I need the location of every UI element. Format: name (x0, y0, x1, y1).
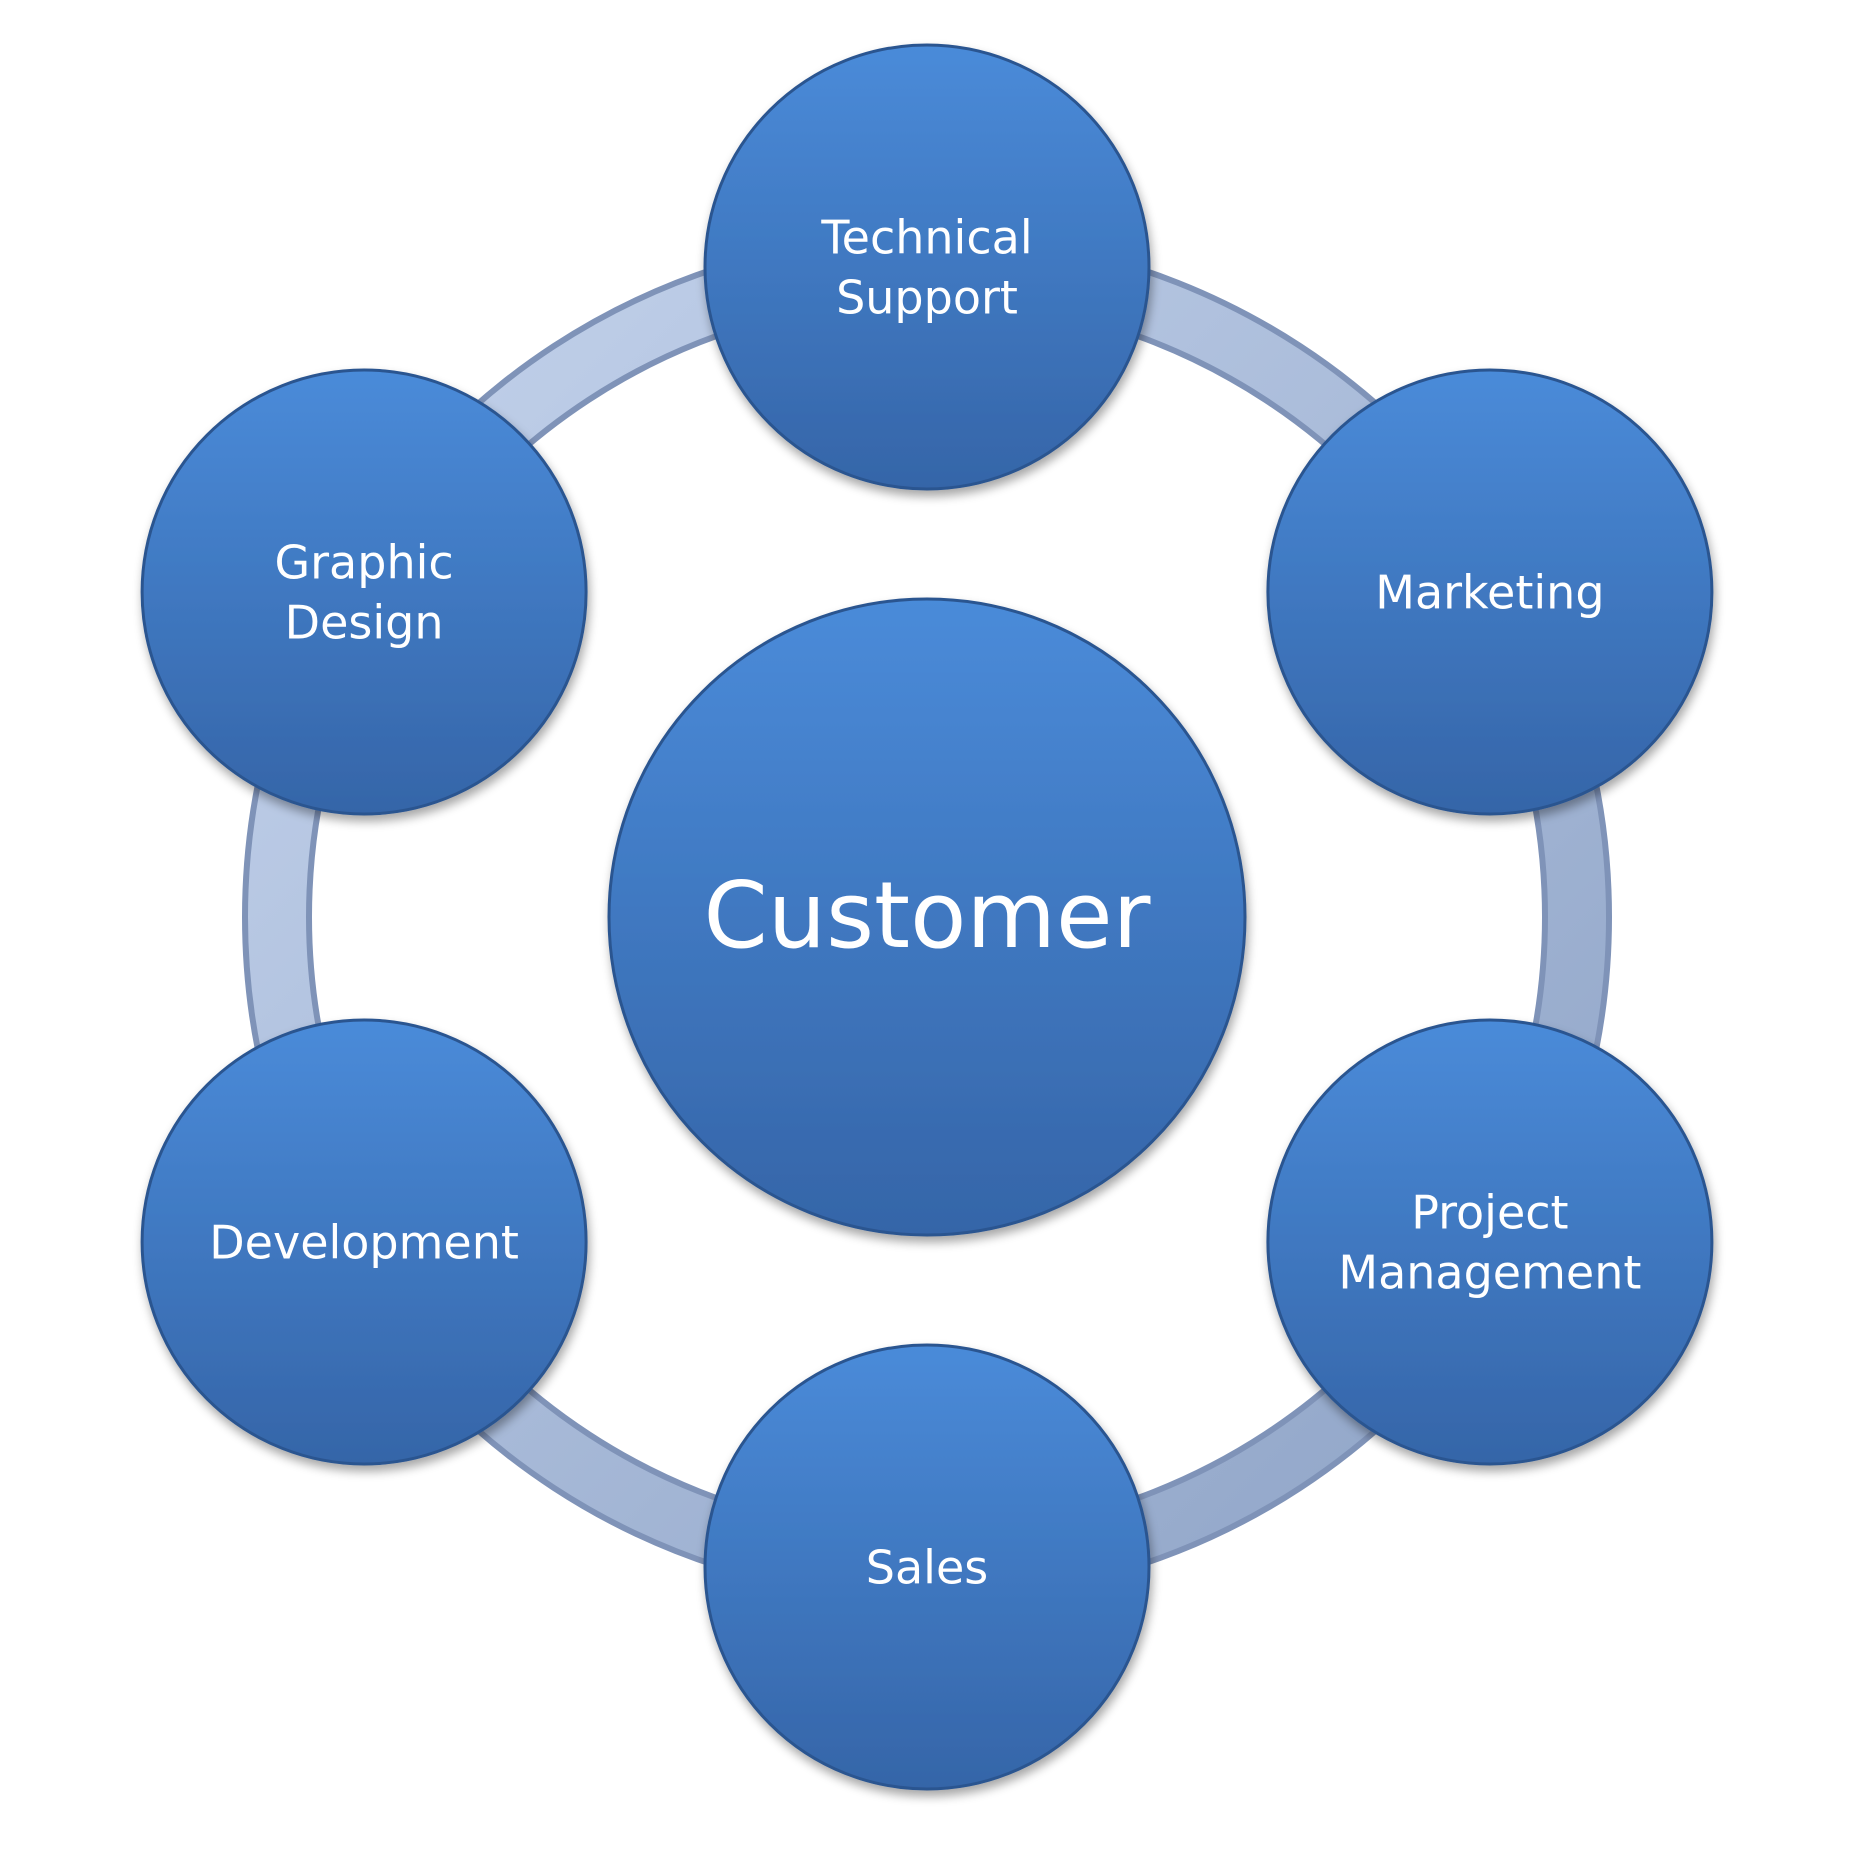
node-label-line: Design (285, 596, 444, 650)
node-marketing[interactable]: Marketing (1266, 368, 1714, 816)
node-circle (1266, 1018, 1714, 1466)
node-circle (703, 43, 1151, 491)
node-circle (1266, 368, 1714, 816)
node-label-line: Support (836, 271, 1018, 325)
center-node-label: Customer (704, 862, 1151, 969)
node-circle (703, 1343, 1151, 1791)
node-development[interactable]: Development (140, 1018, 588, 1466)
node-label-line: Management (1338, 1246, 1641, 1300)
node-label-line: Technical (820, 211, 1032, 265)
center-node-circle (607, 597, 1247, 1237)
node-label-line: Marketing (1375, 566, 1604, 620)
outer-nodes: TechnicalSupportMarketingProjectManageme… (140, 43, 1714, 1791)
node-label-line: Sales (866, 1541, 988, 1595)
node-circle (140, 1018, 588, 1466)
node-label-line: Project (1411, 1186, 1568, 1240)
node-label-line: Development (209, 1216, 519, 1270)
node-sales[interactable]: Sales (703, 1343, 1151, 1791)
node-circle (140, 368, 588, 816)
node-label-line: Graphic (275, 536, 454, 590)
center-node-customer[interactable]: Customer (607, 597, 1247, 1237)
